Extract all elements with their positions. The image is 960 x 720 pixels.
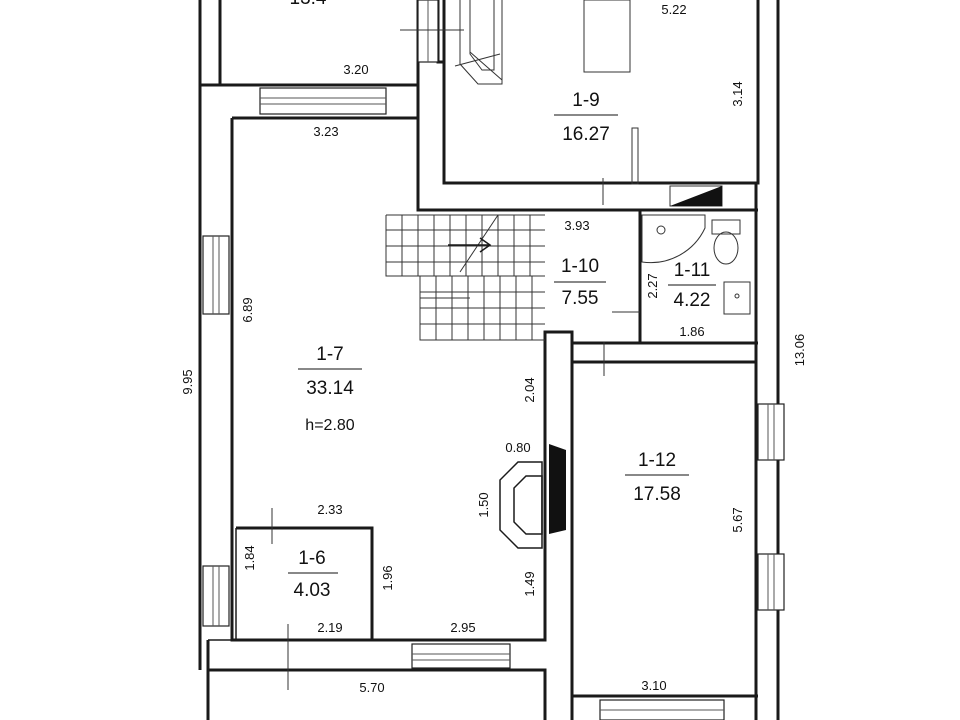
dim-2-04: 2.04 xyxy=(522,377,537,402)
dim-2-95: 2.95 xyxy=(450,620,475,635)
dim-3-14: 3.14 xyxy=(730,81,745,106)
windows xyxy=(202,0,785,720)
room-labels: 1-9 16.27 1-10 7.55 1-11 4.22 1-7 33.14 … xyxy=(288,0,716,601)
ceiling-height: h=2.80 xyxy=(305,417,354,434)
dim-3-23: 3.23 xyxy=(313,124,338,139)
dim-1-84: 1.84 xyxy=(242,545,257,570)
dim-9-95: 9.95 xyxy=(180,369,195,394)
walls xyxy=(198,0,780,720)
room-1-6-area: 4.03 xyxy=(294,580,331,601)
dim-3-93: 3.93 xyxy=(564,218,589,233)
dim-6-89: 6.89 xyxy=(240,297,255,322)
room-1-6-id: 1-6 xyxy=(298,548,325,569)
dim-1-50: 1.50 xyxy=(476,492,491,517)
room-1-12-area: 17.58 xyxy=(633,484,681,505)
dim-3-10: 3.10 xyxy=(641,678,666,693)
dim-5-22: 5.22 xyxy=(661,2,686,17)
room-1-7-id: 1-7 xyxy=(316,344,343,365)
room-1-10-area: 7.55 xyxy=(562,288,599,309)
dim-13-06: 13.06 xyxy=(792,334,807,367)
room-1-10-id: 1-10 xyxy=(561,256,599,277)
dim-1-86: 1.86 xyxy=(679,324,704,339)
dim-5-70: 5.70 xyxy=(359,680,384,695)
dimension-labels: 5.22 3.20 3.14 3.23 3.93 2.27 1.86 6.89 … xyxy=(180,2,807,695)
dim-3-20: 3.20 xyxy=(343,62,368,77)
dim-5-67: 5.67 xyxy=(730,507,745,532)
room-1-11-area: 4.22 xyxy=(674,290,711,311)
dim-2-27: 2.27 xyxy=(645,273,660,298)
room-1-12-id: 1-12 xyxy=(638,450,676,471)
room-top-area: 13.4 xyxy=(290,0,327,9)
staircase xyxy=(385,0,545,341)
dim-0-80: 0.80 xyxy=(505,440,530,455)
dim-1-49: 1.49 xyxy=(522,571,537,596)
room-1-11-id: 1-11 xyxy=(674,260,711,281)
room-1-9-id: 1-9 xyxy=(572,90,599,111)
fixtures xyxy=(271,0,751,690)
dim-2-19: 2.19 xyxy=(317,620,342,635)
room-1-9-area: 16.27 xyxy=(562,124,610,145)
dim-2-33: 2.33 xyxy=(317,502,342,517)
dim-1-96: 1.96 xyxy=(380,565,395,590)
room-1-7-area: 33.14 xyxy=(306,378,354,399)
